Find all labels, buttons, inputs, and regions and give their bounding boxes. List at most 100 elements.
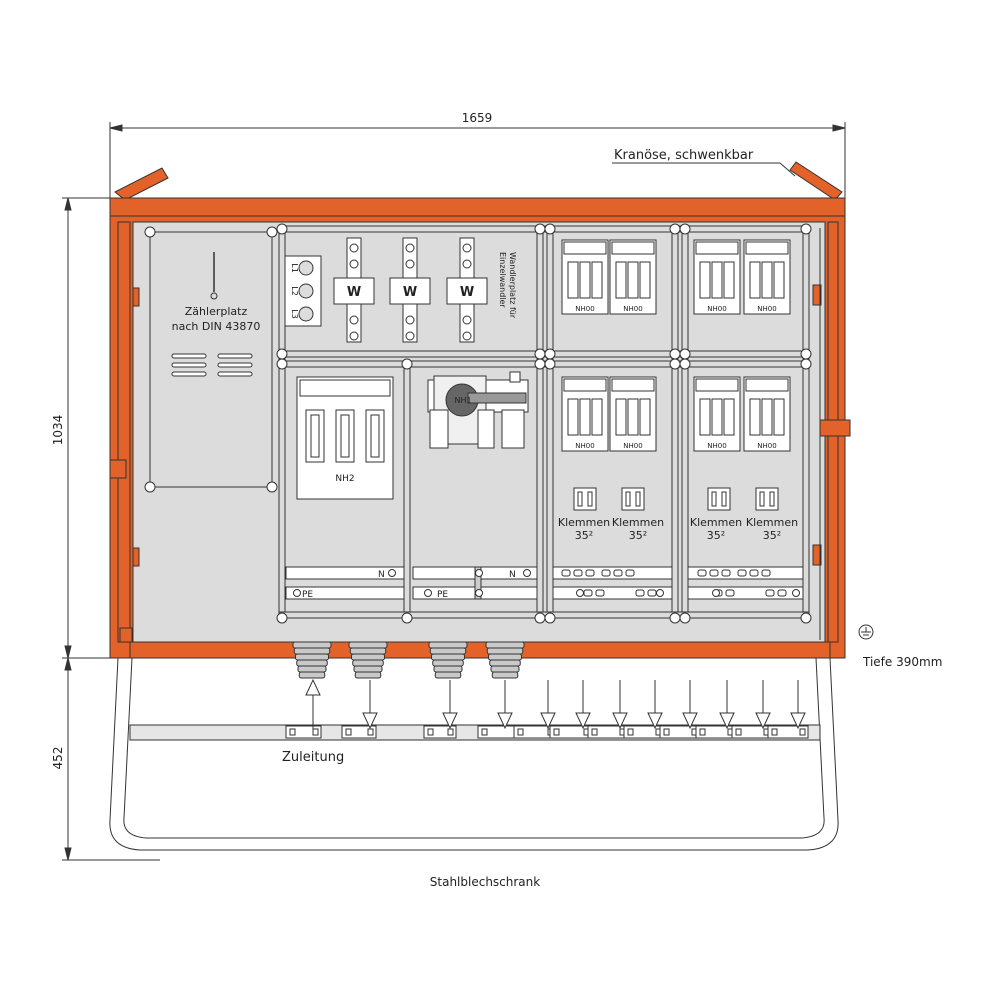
earth-label-1: PE xyxy=(302,590,313,600)
stand-clamps xyxy=(285,725,809,739)
rail-bolts xyxy=(276,223,812,624)
terminal-label-3-line1: Klemmen xyxy=(690,516,742,529)
busbar-screw xyxy=(576,589,584,597)
nh00-fuse-6: NH00 xyxy=(609,376,657,452)
nh00-fuse-4: NH00 xyxy=(743,239,791,315)
outgoing-arrow-7 xyxy=(647,680,663,730)
busbar-screw xyxy=(712,589,720,597)
stand-clamp-9 xyxy=(659,725,701,739)
busbar-screw xyxy=(656,589,664,597)
busbar-screw xyxy=(388,569,396,577)
terminal-label-4-line1: Klemmen xyxy=(746,516,798,529)
outgoing-arrow-1 xyxy=(362,680,378,730)
nh00-fuse-8: NH00 xyxy=(743,376,791,452)
nh00-fuse-1: NH00 xyxy=(561,239,609,315)
nh00-label: NH00 xyxy=(757,305,776,313)
crane-eye-right xyxy=(789,161,843,201)
phase-label-l2: L2 xyxy=(290,286,299,296)
right-door-strip xyxy=(812,221,851,643)
cabinet-stand xyxy=(109,657,839,851)
stand-dimension-label: 452 xyxy=(51,747,65,770)
outgoing-arrow-9 xyxy=(719,680,735,730)
cable-glands xyxy=(292,641,525,679)
outgoing-arrow-4 xyxy=(540,680,556,730)
terminal-label-1-line2: 35² xyxy=(575,529,593,542)
stand-clamp-7 xyxy=(587,725,629,739)
supply-arrow xyxy=(305,678,321,735)
nh00-label: NH00 xyxy=(707,305,726,313)
outgoing-arrow-10 xyxy=(755,680,771,730)
cable-gland-2 xyxy=(348,641,388,679)
terminal-label-3-line2: 35² xyxy=(707,529,725,542)
stand-clamp-3 xyxy=(423,725,457,739)
nh00-label: NH00 xyxy=(575,442,594,450)
busbar-screw xyxy=(721,569,731,577)
transformer-w-3: W xyxy=(460,285,474,300)
outgoing-arrow-5 xyxy=(575,680,591,730)
busbar-screw xyxy=(635,589,645,597)
cable-gland-4 xyxy=(485,641,525,679)
phase-label-l3: L3 xyxy=(290,309,299,319)
phase-connector-block xyxy=(284,255,322,327)
outgoing-arrow-3 xyxy=(497,680,513,730)
nh00-label: NH00 xyxy=(623,442,642,450)
nh00-fuse-2: NH00 xyxy=(609,239,657,315)
terminal-label-2-line1: Klemmen xyxy=(612,516,664,529)
nh00-fuse-7: NH00 xyxy=(693,376,741,452)
busbar-screw xyxy=(725,589,735,597)
stand-clamp-1 xyxy=(285,725,322,739)
outgoing-arrow-6 xyxy=(612,680,628,730)
busbar-screw xyxy=(697,569,707,577)
outgoing-arrow-2 xyxy=(442,680,458,730)
stand-clamp-6 xyxy=(549,725,593,739)
title-label: Stahlblechschrank xyxy=(430,875,541,889)
terminal-label-4-line2: 35² xyxy=(763,529,781,542)
busbar-screw xyxy=(749,569,759,577)
supply-label: Zuleitung xyxy=(282,750,344,765)
meter-area-label-line1: Zählerplatz xyxy=(185,305,248,318)
neutral-label-1: N xyxy=(378,570,385,580)
meter-area xyxy=(144,226,278,493)
stand-clamp-8 xyxy=(623,725,665,739)
nh00-label: NH00 xyxy=(575,305,594,313)
nh00-label: NH00 xyxy=(623,305,642,313)
cable-gland-3 xyxy=(428,641,468,679)
terminal-block-icons xyxy=(573,487,779,511)
nh00-label: NH00 xyxy=(757,442,776,450)
main-fuse-nh2 xyxy=(296,376,394,500)
current-transformers xyxy=(333,237,488,343)
main-switch-label: NH1 xyxy=(454,396,471,405)
terminal-label-1-line1: Klemmen xyxy=(558,516,610,529)
ground-symbol xyxy=(858,624,874,640)
transformer-area-label-line1: Wandlerplatz für xyxy=(508,252,517,319)
busbar-screw xyxy=(523,569,531,577)
busbar-screw xyxy=(475,569,483,577)
busbar-screw xyxy=(613,569,623,577)
transformer-area-label-line2: Einzelwandler xyxy=(498,252,507,308)
busbar-screw xyxy=(475,589,483,597)
busbar-screw xyxy=(737,569,747,577)
outgoing-arrows xyxy=(362,680,806,730)
phase-label-l1: L1 xyxy=(290,263,299,273)
crane-eye-leader xyxy=(612,162,796,177)
left-door-strip xyxy=(109,221,140,643)
terminal-label-2-line2: 35² xyxy=(629,529,647,542)
busbar-screw xyxy=(647,589,657,597)
crane-eye-label: Kranöse, schwenkbar xyxy=(614,148,754,163)
main-fuse-label: NH2 xyxy=(335,474,354,484)
stand-clamp-10 xyxy=(695,725,737,739)
stand-clamp-12 xyxy=(767,725,809,739)
nh00-fuse-5: NH00 xyxy=(561,376,609,452)
height-dimension-label: 1034 xyxy=(51,415,65,446)
busbar-screws xyxy=(293,569,800,597)
cable-gland-1 xyxy=(292,641,332,679)
busbar-screw xyxy=(573,569,583,577)
busbar-screw xyxy=(595,589,605,597)
neutral-label-2: N xyxy=(509,570,516,580)
stand-clamp-2 xyxy=(341,725,377,739)
busbar-screw xyxy=(424,589,432,597)
nh00-label: NH00 xyxy=(707,442,726,450)
crane-eye-left xyxy=(114,167,169,201)
